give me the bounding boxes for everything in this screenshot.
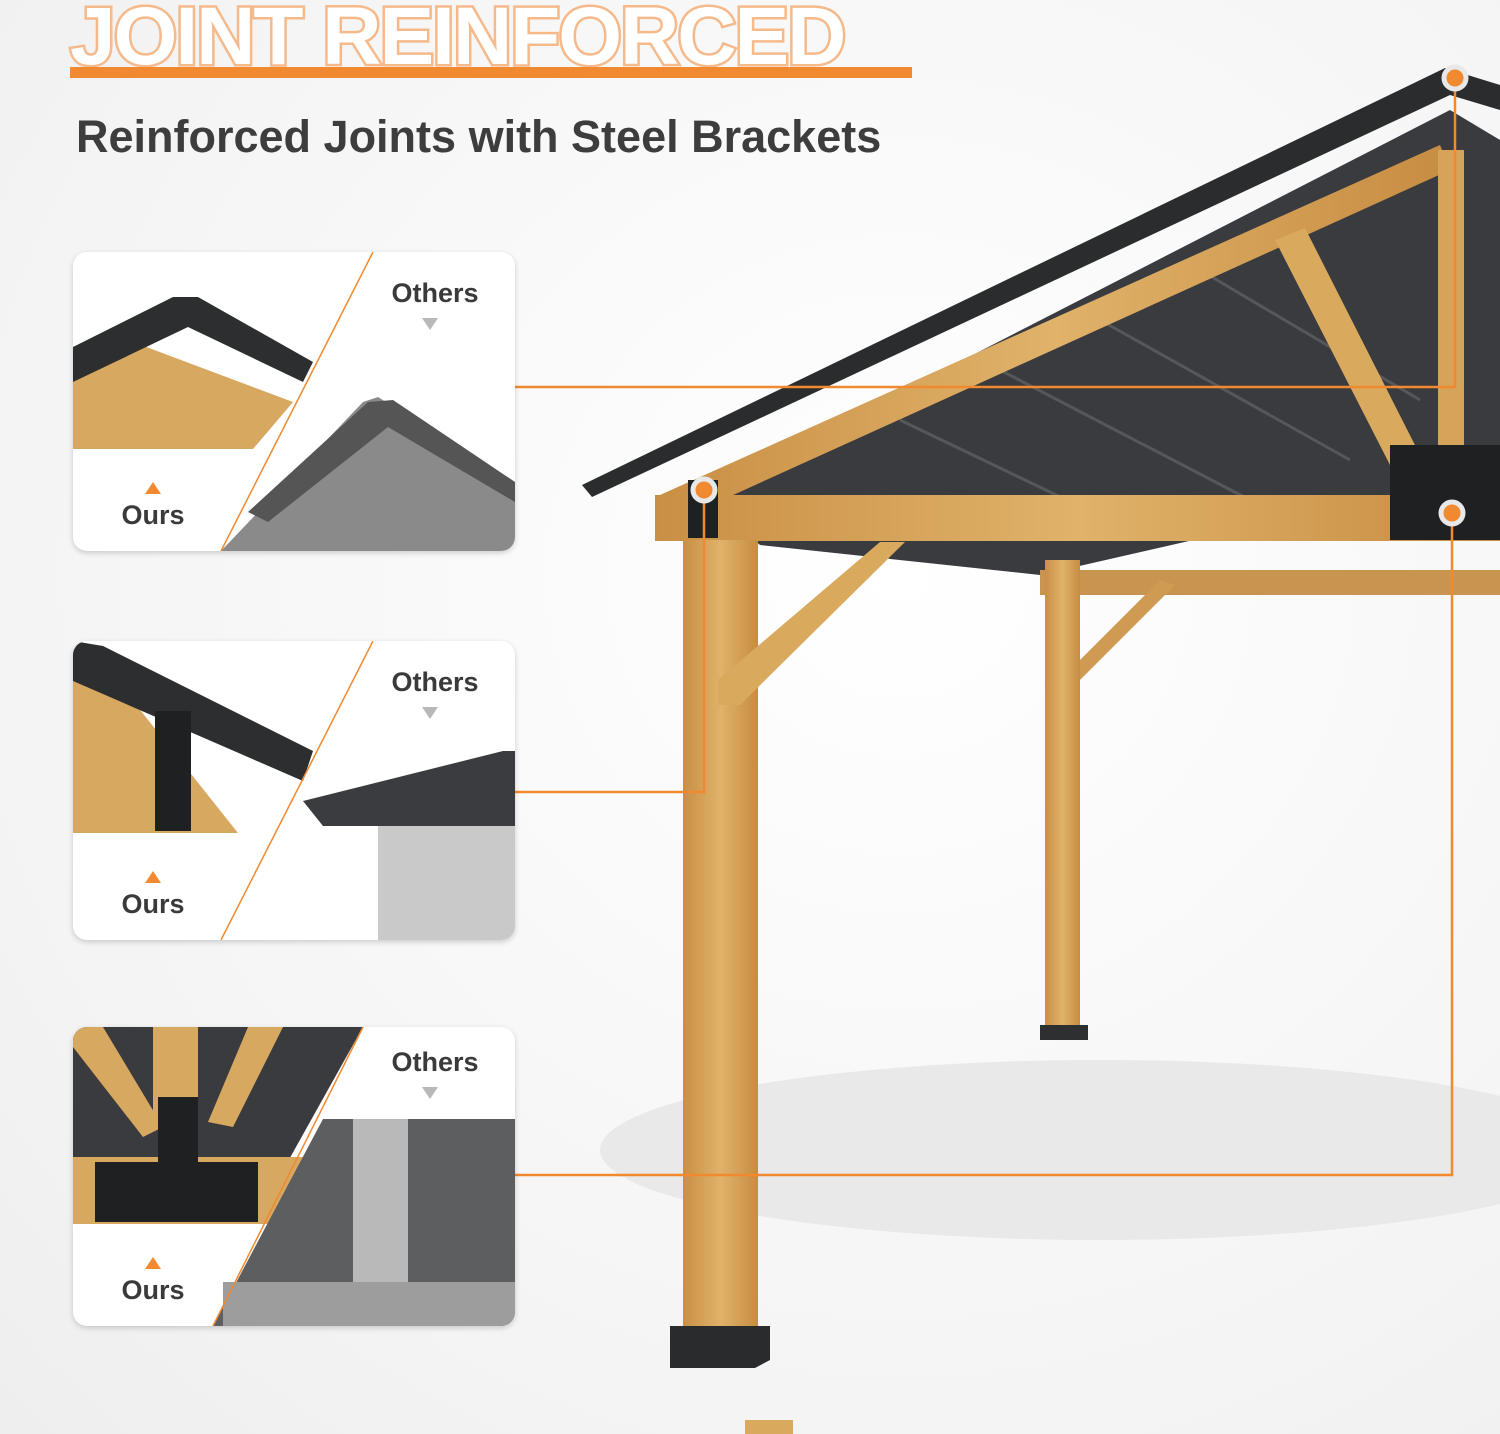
back-post-base (1040, 1025, 1088, 1040)
others-roof (303, 751, 515, 826)
ours-bracket (95, 1097, 258, 1222)
subtitle: Reinforced Joints with Steel Brackets (76, 111, 882, 162)
headline: JOINT REINFORCED (67, 0, 848, 82)
ours-wood (73, 342, 293, 449)
post-bottom (745, 1420, 793, 1434)
back-brace (1080, 580, 1175, 680)
ground-shadow (600, 1060, 1500, 1240)
diagonal-strut (1275, 228, 1420, 465)
triangle-up-icon (145, 871, 161, 883)
others-label: Others (391, 278, 479, 308)
others-label: Others (391, 667, 479, 697)
comparison-card-roof-peak: Others Ours (73, 252, 515, 551)
triangle-down-icon (422, 1087, 438, 1099)
comparison-card-center-bracket: Others Ours (73, 1027, 515, 1326)
ours-roof (73, 297, 313, 382)
triangle-down-icon (422, 707, 438, 719)
headline-underline (70, 67, 912, 78)
triangle-down-icon (422, 318, 438, 330)
steel-bracket (1390, 445, 1500, 540)
king-post (1438, 150, 1464, 460)
others-roof (248, 400, 515, 522)
triangle-up-icon (145, 482, 161, 494)
front-brace (718, 542, 905, 705)
ours-bracket (155, 711, 191, 831)
triangle-up-icon (145, 1257, 161, 1269)
comparison-card-corner-joint: Others Ours (73, 641, 515, 940)
callout-dots (690, 64, 1469, 527)
roof-edge (582, 68, 1500, 497)
rafter-beam (660, 145, 1450, 510)
others-image (378, 826, 515, 940)
others-label: Others (391, 1047, 479, 1077)
side-beam (1040, 570, 1500, 595)
ours-label: Ours (121, 500, 185, 530)
ours-label: Ours (121, 889, 185, 919)
others-image (221, 397, 515, 551)
back-post (1045, 560, 1080, 1030)
front-post-base (670, 1326, 770, 1368)
callout-lines (515, 78, 1457, 1177)
ours-label: Ours (121, 1275, 185, 1305)
ours-roof (73, 641, 313, 781)
front-beam (655, 495, 1500, 541)
